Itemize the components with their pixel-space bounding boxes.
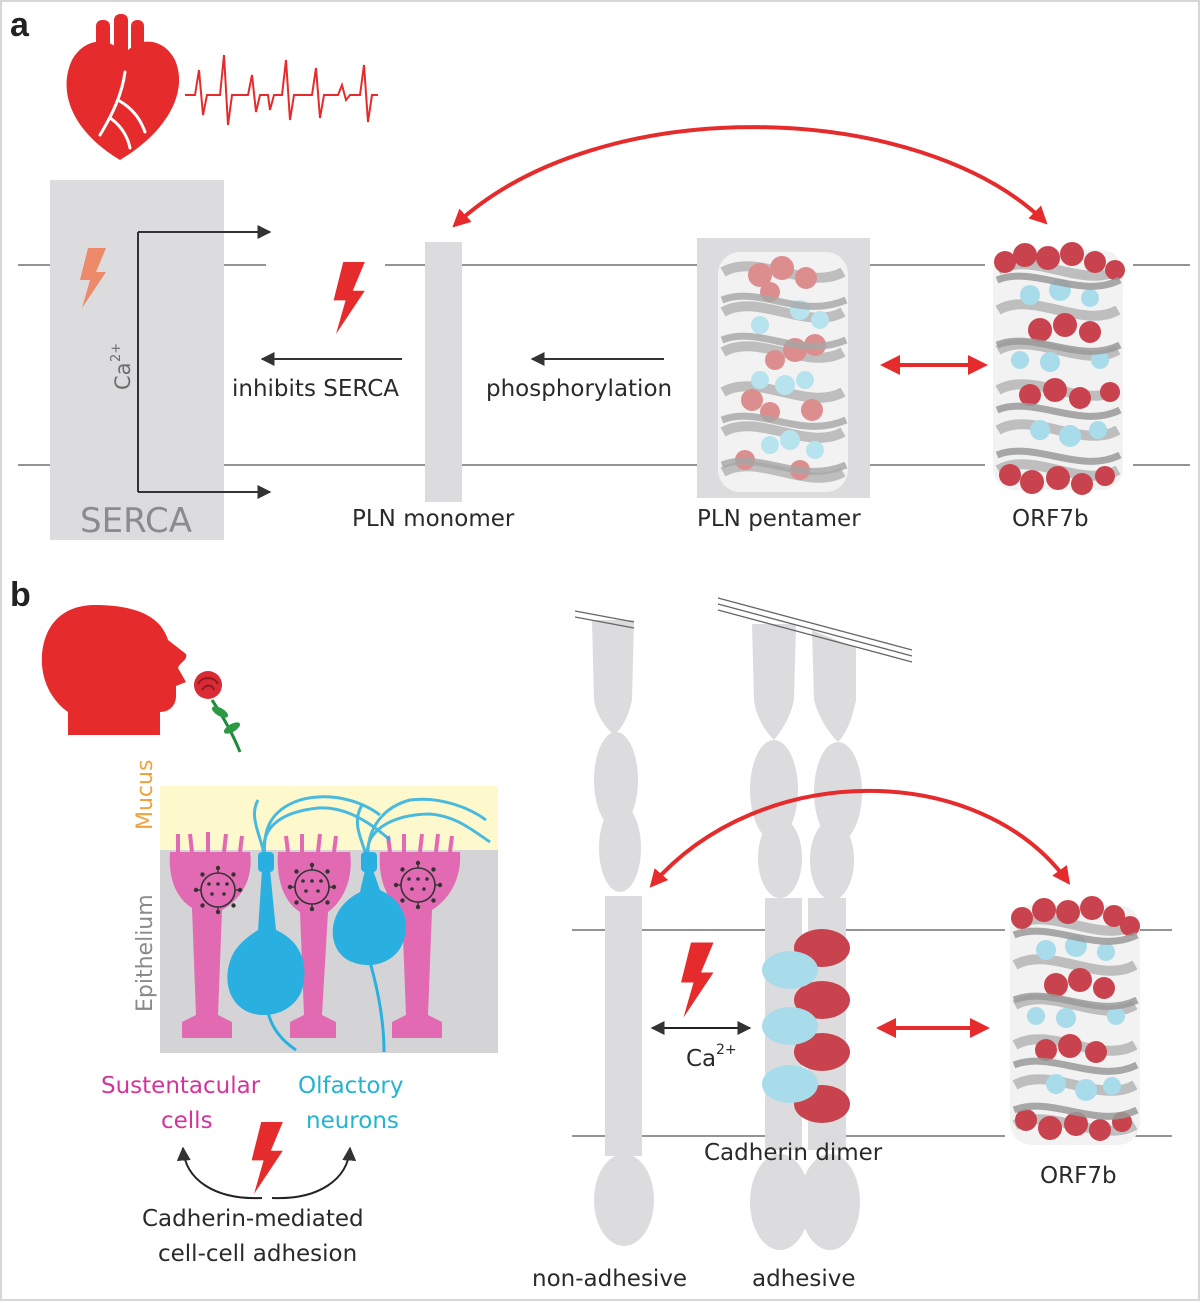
panel-a-letter: a xyxy=(10,6,30,44)
cadherin-ca-label: Ca xyxy=(686,1046,716,1072)
orf7b-structure-a xyxy=(993,242,1125,495)
olfactory-label-2: neurons xyxy=(306,1108,399,1134)
serca-ca-label: Ca xyxy=(111,362,135,390)
sustentacular-cells xyxy=(169,832,461,1038)
orf7b-label-b: ORF7b xyxy=(1040,1163,1117,1189)
non-adhesive-break-lines xyxy=(574,610,635,629)
membrane-lines-b xyxy=(572,929,1172,1137)
pln-monomer xyxy=(425,242,462,502)
orf7b-to-cadherin-curved-arrow xyxy=(649,788,1071,888)
phosphorylation-label: phosphorylation xyxy=(486,376,672,402)
pln-monomer-label: PLN monomer xyxy=(352,506,515,532)
membrane-lines-a xyxy=(18,264,1190,466)
olfactory-neurons xyxy=(227,795,491,1053)
mucus-label: Mucus xyxy=(133,760,158,830)
panel-b-letter: b xyxy=(10,576,31,614)
rose-icon xyxy=(194,671,242,753)
adhesive-label: adhesive xyxy=(752,1266,856,1292)
heart-icon xyxy=(66,14,180,160)
olfactory-label-1: Olfactory xyxy=(298,1073,404,1099)
adhesion-arrow-right xyxy=(271,1146,357,1200)
orf7b-label-a: ORF7b xyxy=(1012,506,1089,532)
pln-pentamer xyxy=(697,238,870,498)
serca-ca-ion: Ca 2+ xyxy=(109,343,135,390)
orf7b-to-monomer-curved-arrow xyxy=(452,125,1048,228)
calcium-disruption-bolt-icon xyxy=(681,942,714,1018)
adhesion-label-1: Cadherin-mediated xyxy=(142,1206,364,1232)
non-adhesive-label: non-adhesive xyxy=(532,1266,687,1292)
inhibition-bolt-icon xyxy=(333,262,365,334)
serca-label: SERCA xyxy=(80,501,192,541)
epithelium-label: Epithelium xyxy=(133,894,158,1012)
inhibits-serca-label: inhibits SERCA xyxy=(232,376,399,402)
serca-ca-charge: 2+ xyxy=(109,343,124,362)
non-adhesive-cadherin xyxy=(592,620,654,1246)
head-icon xyxy=(41,605,187,735)
adhesive-break-lines xyxy=(717,597,913,663)
adhesion-label-2: cell-cell adhesion xyxy=(158,1241,357,1267)
orf7b-structure-b xyxy=(1010,896,1140,1145)
sustentacular-label-2: cells xyxy=(161,1108,213,1134)
sustentacular-label-1: Sustentacular xyxy=(101,1073,261,1099)
ecg-trace-icon xyxy=(185,54,378,126)
dimer-calcium-sites xyxy=(762,929,850,1123)
olfactory-epithelium xyxy=(160,786,498,1053)
cadherin-ca-charge: 2+ xyxy=(716,1042,737,1058)
adhesion-disruption-bolt-icon xyxy=(251,1122,283,1194)
pln-pentamer-label: PLN pentamer xyxy=(697,506,861,532)
cadherin-dimer-label: Cadherin dimer xyxy=(704,1140,883,1166)
adhesion-arrow-left xyxy=(176,1146,263,1200)
